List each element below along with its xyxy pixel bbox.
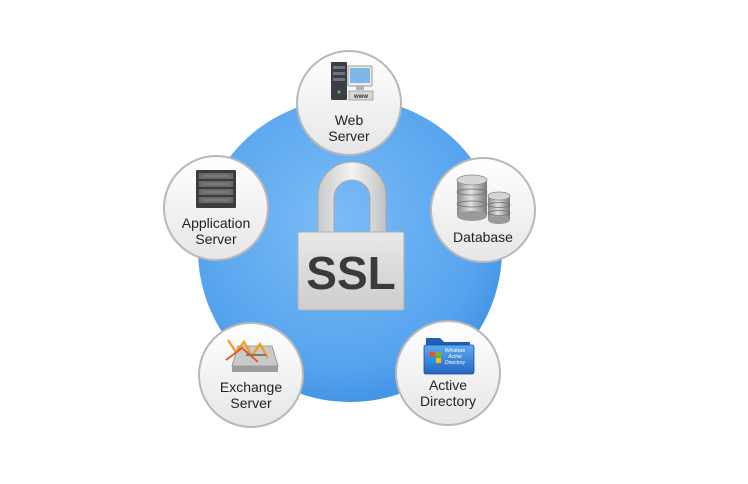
ad-icon-text-3: Directory [445,360,466,366]
node-active-directory-label-line2: Directory [420,393,476,409]
exchange-server-icon [225,339,279,372]
node-active-directory-label-line1: Active [429,377,467,393]
node-web-server-circle [296,50,402,156]
ssl-padlock: SSL [297,161,405,311]
node-application-server-label-line2: Server [195,231,237,247]
ad-icon-text-2: Active [447,354,462,360]
node-web-server-label-line1: Web [335,112,364,128]
active-directory-folder-icon: Windows Active Directory [423,338,475,375]
ad-icon-text-1: Windows [445,348,466,354]
node-web-server: www Web Server [296,50,402,156]
database-icon [456,174,511,224]
server-rack-icon [196,170,236,208]
padlock-body [297,231,405,311]
node-exchange-server-circle [198,322,304,428]
node-exchange-server-label-line2: Server [230,395,272,411]
node-web-server-label-line2: Server [328,128,370,144]
node-application-server: Application Server [163,155,269,261]
web-server-icon: www [331,62,374,101]
web-icon-www-text: www [353,94,368,100]
padlock-shackle [317,161,387,241]
node-active-directory: Windows Active Directory Active Director… [395,320,501,426]
node-exchange-server-label-line1: Exchange [220,379,282,395]
node-database-label: Database [453,229,513,245]
ssl-label: SSL [306,247,395,299]
node-exchange-server: Exchange Server [198,322,304,428]
node-application-server-label-line1: Application [182,215,251,231]
node-database: Database [430,157,536,263]
